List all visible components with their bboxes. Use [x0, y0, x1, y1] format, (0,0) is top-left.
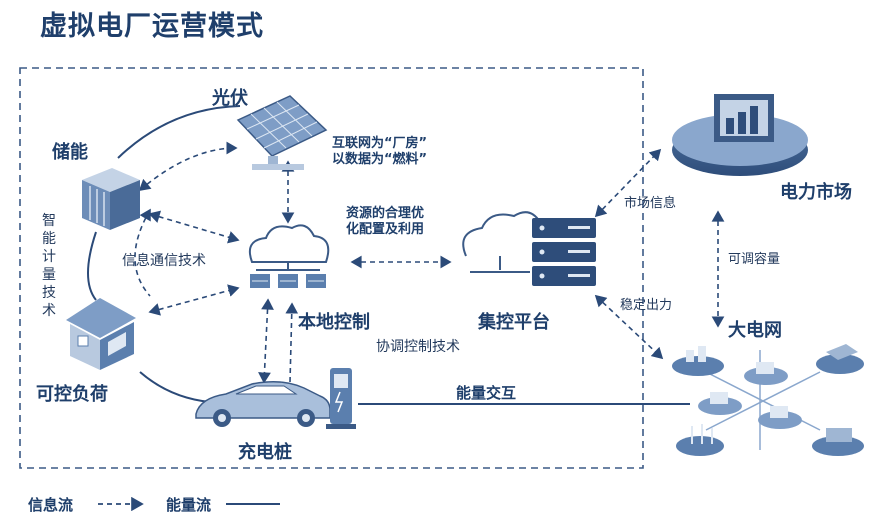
- info-arrow-load-local: [148, 284, 240, 316]
- house-load-icon: [66, 298, 136, 370]
- label-grid: 大电网: [728, 320, 782, 341]
- info-arrow-platform-market: [594, 148, 662, 218]
- legend-info-flow: 信息流: [28, 496, 74, 514]
- info-arrow-local-charger: [258, 298, 274, 384]
- energy-arc-storage-load: [87, 231, 97, 301]
- info-arrow-storage-local: [148, 210, 240, 244]
- power-market-icon: [672, 94, 808, 176]
- info-arrow-charger-local: [285, 302, 299, 383]
- local-control-cloud-icon: [248, 224, 330, 288]
- label-storage: 储能: [52, 142, 88, 163]
- charging-pile-icon: [326, 368, 356, 429]
- info-arrow-platform-grid: [594, 294, 664, 360]
- label-power-market: 电力市场: [780, 182, 852, 203]
- energy-arc-load-charger: [139, 371, 211, 403]
- annotation-smart-meter: 智能计量技术: [42, 213, 56, 319]
- info-arrow-storage-solar: [138, 141, 238, 192]
- label-charger: 充电桩: [238, 442, 292, 463]
- annotation-market-info: 市场信息: [624, 196, 677, 211]
- label-solar: 光伏: [212, 88, 248, 109]
- label-load: 可控负荷: [36, 384, 108, 405]
- annotation-coord-control: 协调控制技术: [376, 339, 460, 355]
- annotation-resource: 资源的合理优 化配置及利用: [346, 206, 424, 238]
- vpp-boundary: [19, 67, 644, 469]
- annotation-resource-line2: 化配置及利用: [346, 222, 425, 237]
- storage-battery-icon: [82, 168, 140, 230]
- central-platform-server-icon: [462, 211, 596, 286]
- label-central-platform: 集控平台: [478, 312, 550, 333]
- label-local-control: 本地控制: [298, 312, 370, 333]
- page-title: 虚拟电厂运营模式: [40, 11, 264, 42]
- annotation-internet-line2: 以数据为“燃料”: [332, 152, 428, 167]
- energy-arc-storage-solar: [117, 105, 241, 159]
- solar-panel-icon: [236, 95, 328, 170]
- annotation-adjustable-capacity: 可调容量: [728, 252, 781, 267]
- annotation-internet: 互联网为“厂房” 以数据为“燃料”: [332, 136, 427, 168]
- legend-energy-flow: 能量流: [166, 496, 212, 514]
- grid-cluster-icon: [672, 344, 864, 456]
- annotation-resource-line1: 资源的合理优: [346, 206, 425, 221]
- annotation-internet-line1: 互联网为“厂房”: [332, 136, 428, 151]
- annotation-stable-output: 稳定出力: [620, 298, 673, 313]
- ev-car-icon: [195, 381, 331, 427]
- info-arrow-load-local-curve: [134, 208, 151, 297]
- annotation-energy-exchange: 能量交互: [456, 384, 517, 402]
- annotation-info-comm: 信息通信技术: [122, 253, 206, 269]
